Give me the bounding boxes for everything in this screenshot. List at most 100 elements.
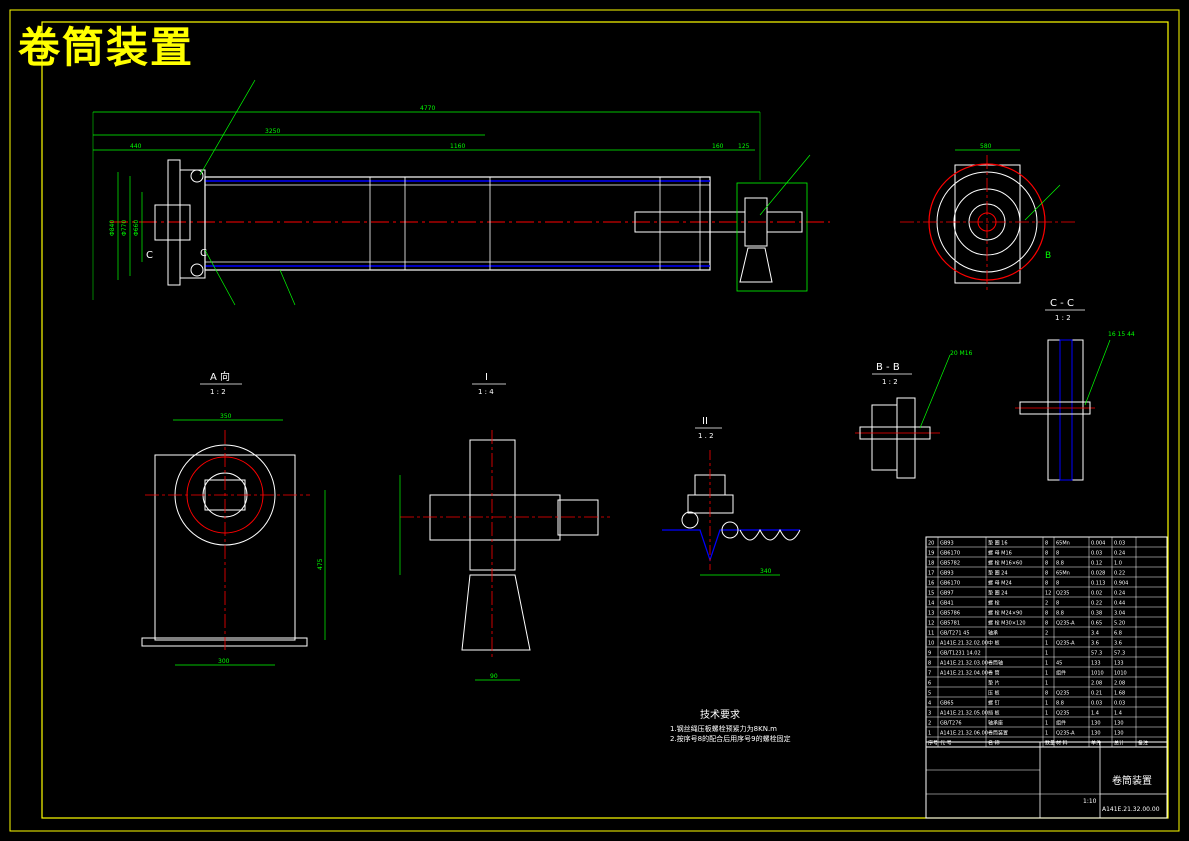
bom-cell: GB5786	[940, 611, 960, 617]
bom-cell: 3.6	[1091, 641, 1099, 647]
view-ii-title: II	[702, 416, 708, 427]
bom-cell: GB93	[940, 571, 954, 577]
bom-cell: 0.02	[1091, 591, 1102, 597]
dim-right: 1160	[450, 143, 465, 150]
bom-cell: 45	[1056, 661, 1062, 667]
bom-cell: 2.08	[1091, 681, 1102, 687]
bom-cell: GB93	[940, 541, 954, 547]
bom-cell: 1.4	[1091, 711, 1099, 717]
view-cc-title: C - C	[1050, 298, 1074, 309]
bom-cell: 3.04	[1114, 611, 1125, 617]
bom-cell: 1	[928, 731, 931, 737]
view-bb-title: B - B	[876, 362, 900, 373]
bom-cell: 0.004	[1091, 541, 1105, 547]
bom-cell: 8	[928, 661, 931, 667]
bom-cell: 9	[928, 651, 931, 657]
inner-frame	[41, 21, 1169, 819]
bom-cell: 轴承	[988, 630, 998, 637]
bom-cell: GB5781	[940, 621, 960, 627]
bom-cell: 0.44	[1114, 601, 1125, 607]
bom-cell: 11	[928, 631, 934, 637]
view-bb: B - B 1 : 2 20 M16	[855, 350, 973, 479]
bom-cell: 12	[928, 621, 934, 627]
bom-cell: 57.3	[1091, 651, 1102, 657]
dim-dia-3: Φ660	[133, 220, 140, 236]
bom-cell: 1010	[1091, 671, 1104, 677]
view-bb-bolt: 20 M16	[950, 350, 973, 357]
bom-cell: 18	[928, 561, 934, 567]
bom-header-cell: 代 号	[940, 740, 952, 747]
bom-header-cell: 单件	[1091, 740, 1101, 747]
bom-cell: GB5782	[940, 561, 960, 567]
bom-cell: 1	[1045, 661, 1048, 667]
dim-r2: 125	[738, 143, 750, 150]
bom-cell: Q235	[1056, 591, 1069, 597]
bom-cell: 1	[1045, 651, 1048, 657]
bom-cell: GB97	[940, 591, 954, 597]
bom-cell: Q235-A	[1056, 731, 1075, 737]
bom-cell: 1	[1045, 701, 1048, 707]
bom-cell: 65Mn	[1056, 541, 1070, 547]
bom-cell: 0.38	[1091, 611, 1102, 617]
bom-cell: 2.08	[1114, 681, 1125, 687]
bom-cell: GB/T271 45	[940, 631, 970, 637]
bom-cell: 130	[1091, 721, 1101, 727]
bom-cell: GB/T276	[940, 721, 962, 727]
dim-dia-2: Φ770	[121, 220, 128, 236]
bom-cell: 2	[928, 721, 931, 727]
bom-border	[925, 536, 1168, 748]
bom-cell: A141E.21.32.04.00	[940, 671, 988, 677]
view-i-scale: 1 : 4	[478, 388, 494, 396]
drawing-title: 卷筒装置	[18, 23, 195, 72]
dim-r1: 160	[712, 143, 724, 150]
bom-cell: 7	[928, 671, 931, 677]
bom-cell: 螺 栓 M24×90	[988, 610, 1022, 617]
bom-cell: 3.4	[1091, 631, 1099, 637]
bom-cell: 1	[1045, 671, 1048, 677]
bom-cell: 组件	[1056, 720, 1066, 727]
bom-cell: 螺 母 M24	[988, 580, 1012, 587]
bom-cell: 0.904	[1114, 581, 1128, 587]
bom-cell: Q235-A	[1056, 621, 1075, 627]
bom-cell: 螺 栓 M30×120	[988, 620, 1026, 627]
bom-cell: 6	[928, 681, 931, 687]
view-a-dim-width: 350	[220, 413, 232, 420]
bom-cell: 垫 圈 24	[988, 570, 1008, 577]
bom-cell: 8	[1045, 561, 1048, 567]
dim-dia-1: Φ840	[109, 220, 116, 236]
title-block-number: A141E.21.32.00.00	[1102, 806, 1160, 813]
bom-cell: 8.8	[1056, 701, 1064, 707]
bom-cell: 130	[1114, 731, 1124, 737]
bom-cell: A141E.21.32.06.00	[940, 731, 988, 737]
bom-cell: 挡 板	[988, 710, 1000, 717]
bom-cell: Q235	[1056, 711, 1069, 717]
view-bb-scale: 1 : 2	[882, 378, 898, 386]
bom-cell: 8	[1056, 581, 1059, 587]
bom-cell: 14	[928, 601, 934, 607]
bom-header-cell: 材 料	[1056, 740, 1068, 747]
bom-cell: 垫 圈 16	[988, 540, 1008, 547]
label-c-left: C	[146, 250, 153, 261]
bom-cell: 0.21	[1091, 691, 1102, 697]
bom-header-cell: 序号	[928, 740, 938, 747]
view-ii-scale: 1 . 2	[698, 432, 714, 440]
bom-cell: 螺 钉	[988, 700, 1000, 707]
bom-cell: 1	[1045, 731, 1048, 737]
bom-cell: 螺 母 M16	[988, 550, 1012, 557]
view-a-dim-height: 475	[317, 558, 324, 570]
bom-cell: 8	[1045, 541, 1048, 547]
bom-cell: 8.8	[1056, 611, 1064, 617]
view-i: I 1 : 4 90	[399, 372, 610, 681]
bom-cell: GB/T1231 14.02	[940, 651, 981, 657]
bom-cell: A141E.21.32.05.00	[940, 711, 988, 717]
bom-cell: 8	[1045, 611, 1048, 617]
bom-cell: 4	[928, 701, 931, 707]
label-c-right: C	[200, 248, 207, 259]
bom-cell: GB65	[940, 701, 954, 707]
outer-frame	[9, 9, 1180, 832]
view-cc: C - C 1 : 2 16 15 44	[1015, 298, 1135, 481]
side-width-dim: 580	[980, 143, 992, 150]
bom-cell: 8.8	[1056, 561, 1064, 567]
bom-cell: 轴承座	[988, 720, 1003, 727]
